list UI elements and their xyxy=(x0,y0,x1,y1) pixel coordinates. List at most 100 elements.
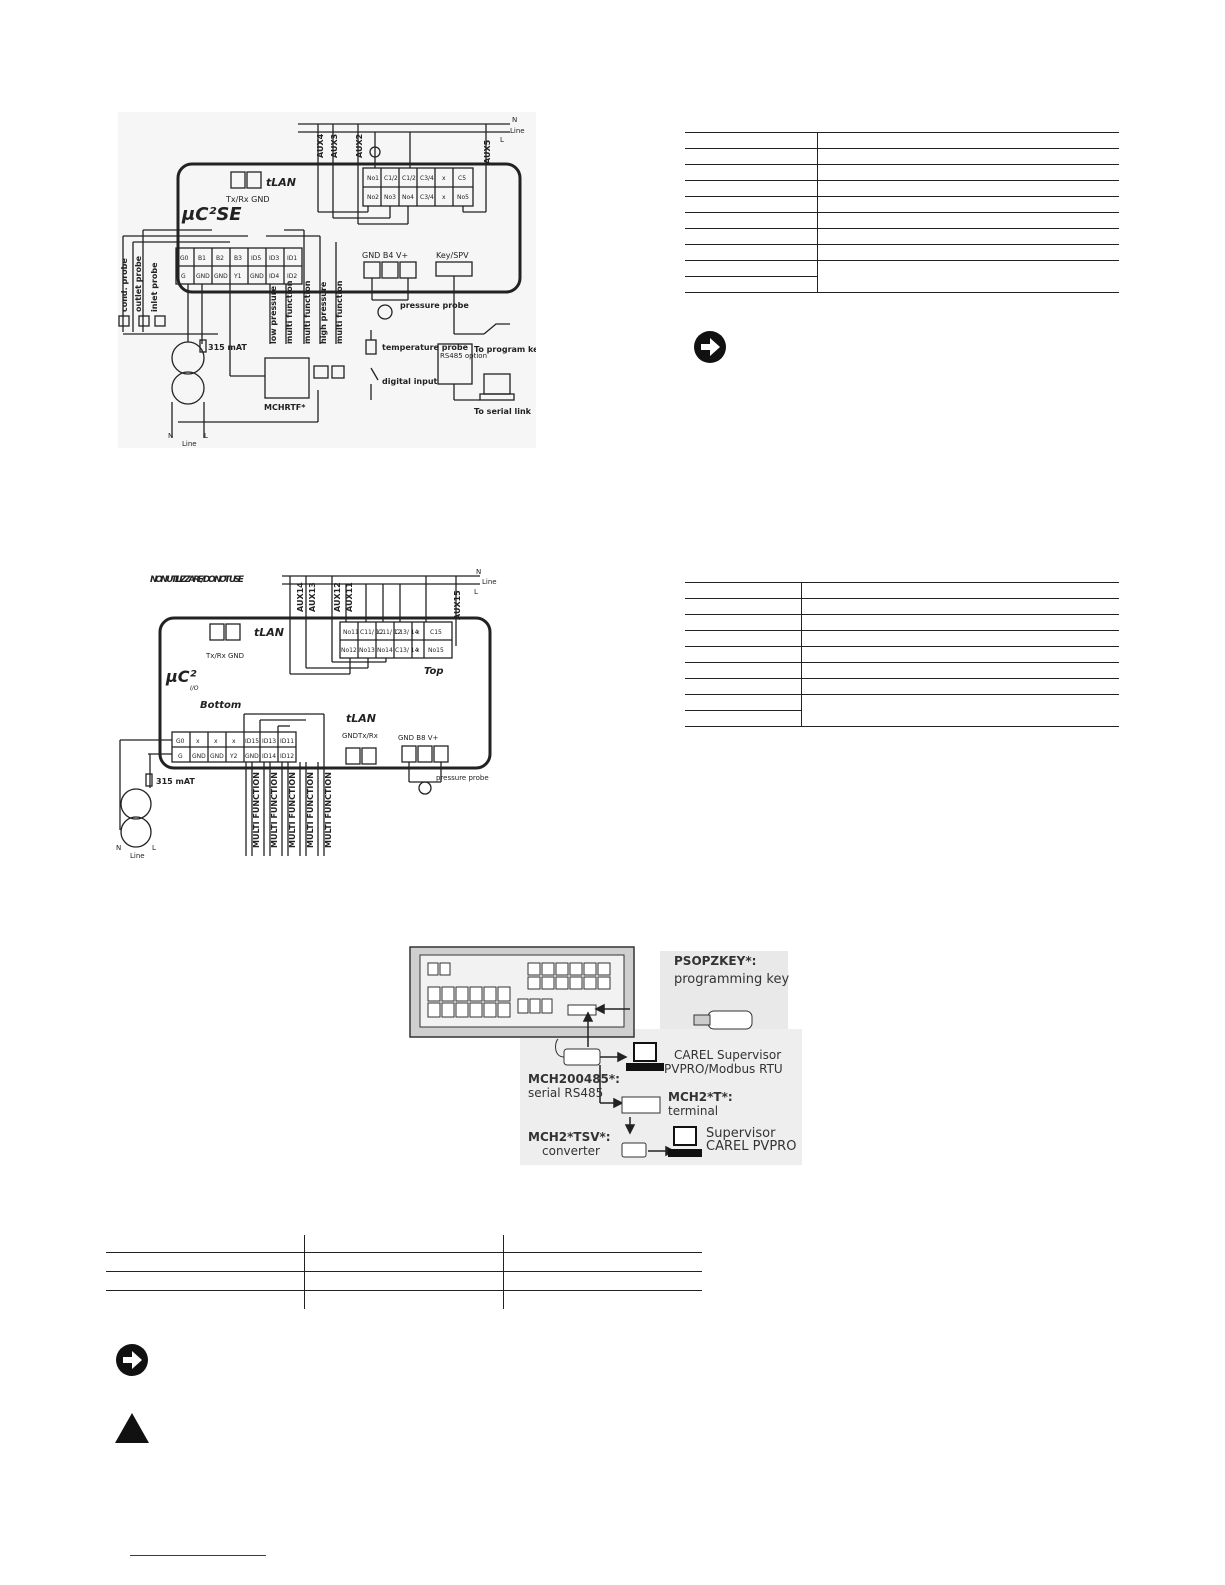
d1-term-bottom-6: ID2 xyxy=(287,273,297,280)
d1-relay-bottom-5: No5 xyxy=(457,194,469,201)
d2-mf-3: MULTI FUNCTION xyxy=(288,772,297,848)
d2-relay-bottom-2: No14 xyxy=(377,647,393,654)
d3-key-desc: programming key xyxy=(674,972,789,987)
d2-relay-bottom-1: No13 xyxy=(359,647,375,654)
d1-probe-inlet: inlet probe xyxy=(150,262,159,312)
d1-relay-top-4: x xyxy=(442,175,446,182)
accessory-connection-diagram: PSOPZKEY*: programming key CAREL Supervi… xyxy=(408,943,802,1165)
d1-temperature-probe: temperature probe xyxy=(382,343,469,352)
d1-term-bottom-5: ID4 xyxy=(269,273,279,280)
d2-tlan-pins: Tx/Rx GND xyxy=(205,652,244,660)
d2-term-top-3: x xyxy=(232,738,236,745)
d1-term-top-4: ID5 xyxy=(251,255,261,262)
d2-bottom-n: N xyxy=(116,844,121,852)
d3-carel-pvpro: CAREL PVPRO xyxy=(706,1139,796,1154)
d2-bottom-label: Bottom xyxy=(200,700,241,711)
d2-mf-4: MULTI FUNCTION xyxy=(306,772,315,848)
d1-input-high-pressure: high pressure xyxy=(319,281,328,344)
d2-relay-top-0: No11 xyxy=(343,629,359,636)
d3-serial-rs485: serial RS485 xyxy=(528,1086,603,1100)
d2-relay-bottom-5: No15 xyxy=(428,647,444,654)
d2-controller-sub: I/O xyxy=(190,685,199,692)
table-3 xyxy=(106,1235,702,1309)
d1-fuse: 315 mAT xyxy=(208,343,247,352)
note-arrow-icon-2 xyxy=(115,1343,149,1377)
d1-term-top-5: ID3 xyxy=(269,255,279,262)
d2-top-label: Top xyxy=(424,666,444,677)
d1-term-bottom-3: Y1 xyxy=(233,273,242,280)
table-1 xyxy=(685,132,1119,293)
d1-bottom-n: N xyxy=(168,432,173,440)
d2-relay-bottom-3: C13/ 14 xyxy=(395,647,419,654)
d1-input-multi-1: multi function xyxy=(285,280,294,344)
d1-digital-input: digital input xyxy=(382,377,438,386)
d2-term-top-4: ID15 xyxy=(245,738,259,745)
footer-link-underline[interactable] xyxy=(130,1555,266,1556)
d1-relay-bottom-2: No4 xyxy=(402,194,414,201)
d1-relay-top-1: C1/2 xyxy=(384,175,398,182)
d2-relay-top-5: C15 xyxy=(430,629,442,636)
d1-to-program-key: To program key xyxy=(474,345,536,354)
d2-tlan-label: tLAN xyxy=(254,626,284,639)
d2-tlan2-label: tLAN xyxy=(346,712,376,725)
d2-line: Line xyxy=(482,578,497,586)
d2-mf-5: MULTI FUNCTION xyxy=(324,772,333,848)
d1-relay-top-3: C3/4 xyxy=(420,175,434,182)
d1-term-bottom-2: GND xyxy=(214,273,228,280)
d2-controller-name: μC² xyxy=(165,667,197,686)
d2-term-bottom-3: Y2 xyxy=(229,753,238,760)
d3-carel-supervisor: CAREL Supervisor xyxy=(674,1048,781,1062)
d3-mch200485: MCH200485*: xyxy=(528,1072,620,1086)
wiring-diagram-uc2se: N Line L N Line L μC²SE AUX4 AUX3 AUX2 A… xyxy=(118,112,545,448)
d2-mf-2: MULTI FUNCTION xyxy=(270,772,279,848)
d2-term-top-0: G0 xyxy=(176,738,185,745)
d1-relay-top-0: No1 xyxy=(367,175,379,182)
d1-term-top-3: B3 xyxy=(234,255,242,262)
d1-relay-top-5: C5 xyxy=(458,175,466,182)
d1-term-bottom-4: GND xyxy=(250,273,264,280)
d1-pressure-probe: pressure probe xyxy=(400,301,469,310)
d1-to-serial-link: To serial link xyxy=(474,407,532,416)
d1-tlan-label: tLAN xyxy=(266,176,296,189)
d1-term-bottom-1: GND xyxy=(196,273,210,280)
d2-do-not-use: NON UTILIZZARE/ DO NOT USE xyxy=(150,575,245,585)
d2-relay-bottom-0: No12 xyxy=(341,647,357,654)
d2-term-bottom-4: GND xyxy=(245,753,259,760)
d2-term-bottom-2: GND xyxy=(210,753,224,760)
table-2 xyxy=(685,582,1119,727)
wiring-diagram-uc2-io: N Line L N Line L NON UTILIZZARE/ DO NOT… xyxy=(110,566,510,862)
d3-supervisor: Supervisor xyxy=(706,1126,776,1141)
d1-relay-bottom-4: x xyxy=(442,194,446,201)
d1-key-spv: Key/SPV xyxy=(436,251,469,260)
d2-l: L xyxy=(474,588,478,596)
d2-fuse: 315 mAT xyxy=(156,777,195,786)
d3-converter: converter xyxy=(542,1144,600,1158)
d2-bottom-line: Line xyxy=(130,852,145,860)
d1-aux5: AUX5 xyxy=(483,139,492,164)
d1-probe-cond: cond. probe xyxy=(120,258,129,312)
d1-relay-bottom-1: No3 xyxy=(384,194,396,201)
d2-relay-top-3: C13/ 14 xyxy=(395,629,419,636)
d3-pvpro-modbus: PVPRO/Modbus RTU xyxy=(664,1062,783,1076)
d1-relay-top-2: C1/2 xyxy=(402,175,416,182)
d1-rs485: RS485 option xyxy=(440,352,487,360)
d2-term-bottom-5: ID14 xyxy=(262,753,276,760)
d2-aux11: AUX11 xyxy=(345,582,354,612)
d2-mf-1: MULTI FUNCTION xyxy=(252,772,261,848)
d1-probe-outlet: outlet probe xyxy=(134,255,143,312)
d2-term-bottom-0: G xyxy=(178,753,183,760)
d2-n: N xyxy=(476,568,481,576)
d2-term-top-2: x xyxy=(214,738,218,745)
d1-input-multi-2: multi function xyxy=(303,280,312,344)
d1-line: Line xyxy=(510,127,525,135)
d1-n: N xyxy=(512,116,517,124)
d2-term-top-5: ID13 xyxy=(262,738,276,745)
d1-l: L xyxy=(500,136,504,144)
d1-term-top-6: ID1 xyxy=(287,255,297,262)
d1-tlan-pins: Tx/Rx GND xyxy=(225,195,270,204)
d2-relay-top-2: C11/ 12 xyxy=(378,629,402,636)
d2-aux15: AUX15 xyxy=(453,590,462,620)
d2-term-top-1: x xyxy=(196,738,200,745)
d1-aux2: AUX2 xyxy=(355,134,364,158)
d2-bottom-l: L xyxy=(152,844,156,852)
